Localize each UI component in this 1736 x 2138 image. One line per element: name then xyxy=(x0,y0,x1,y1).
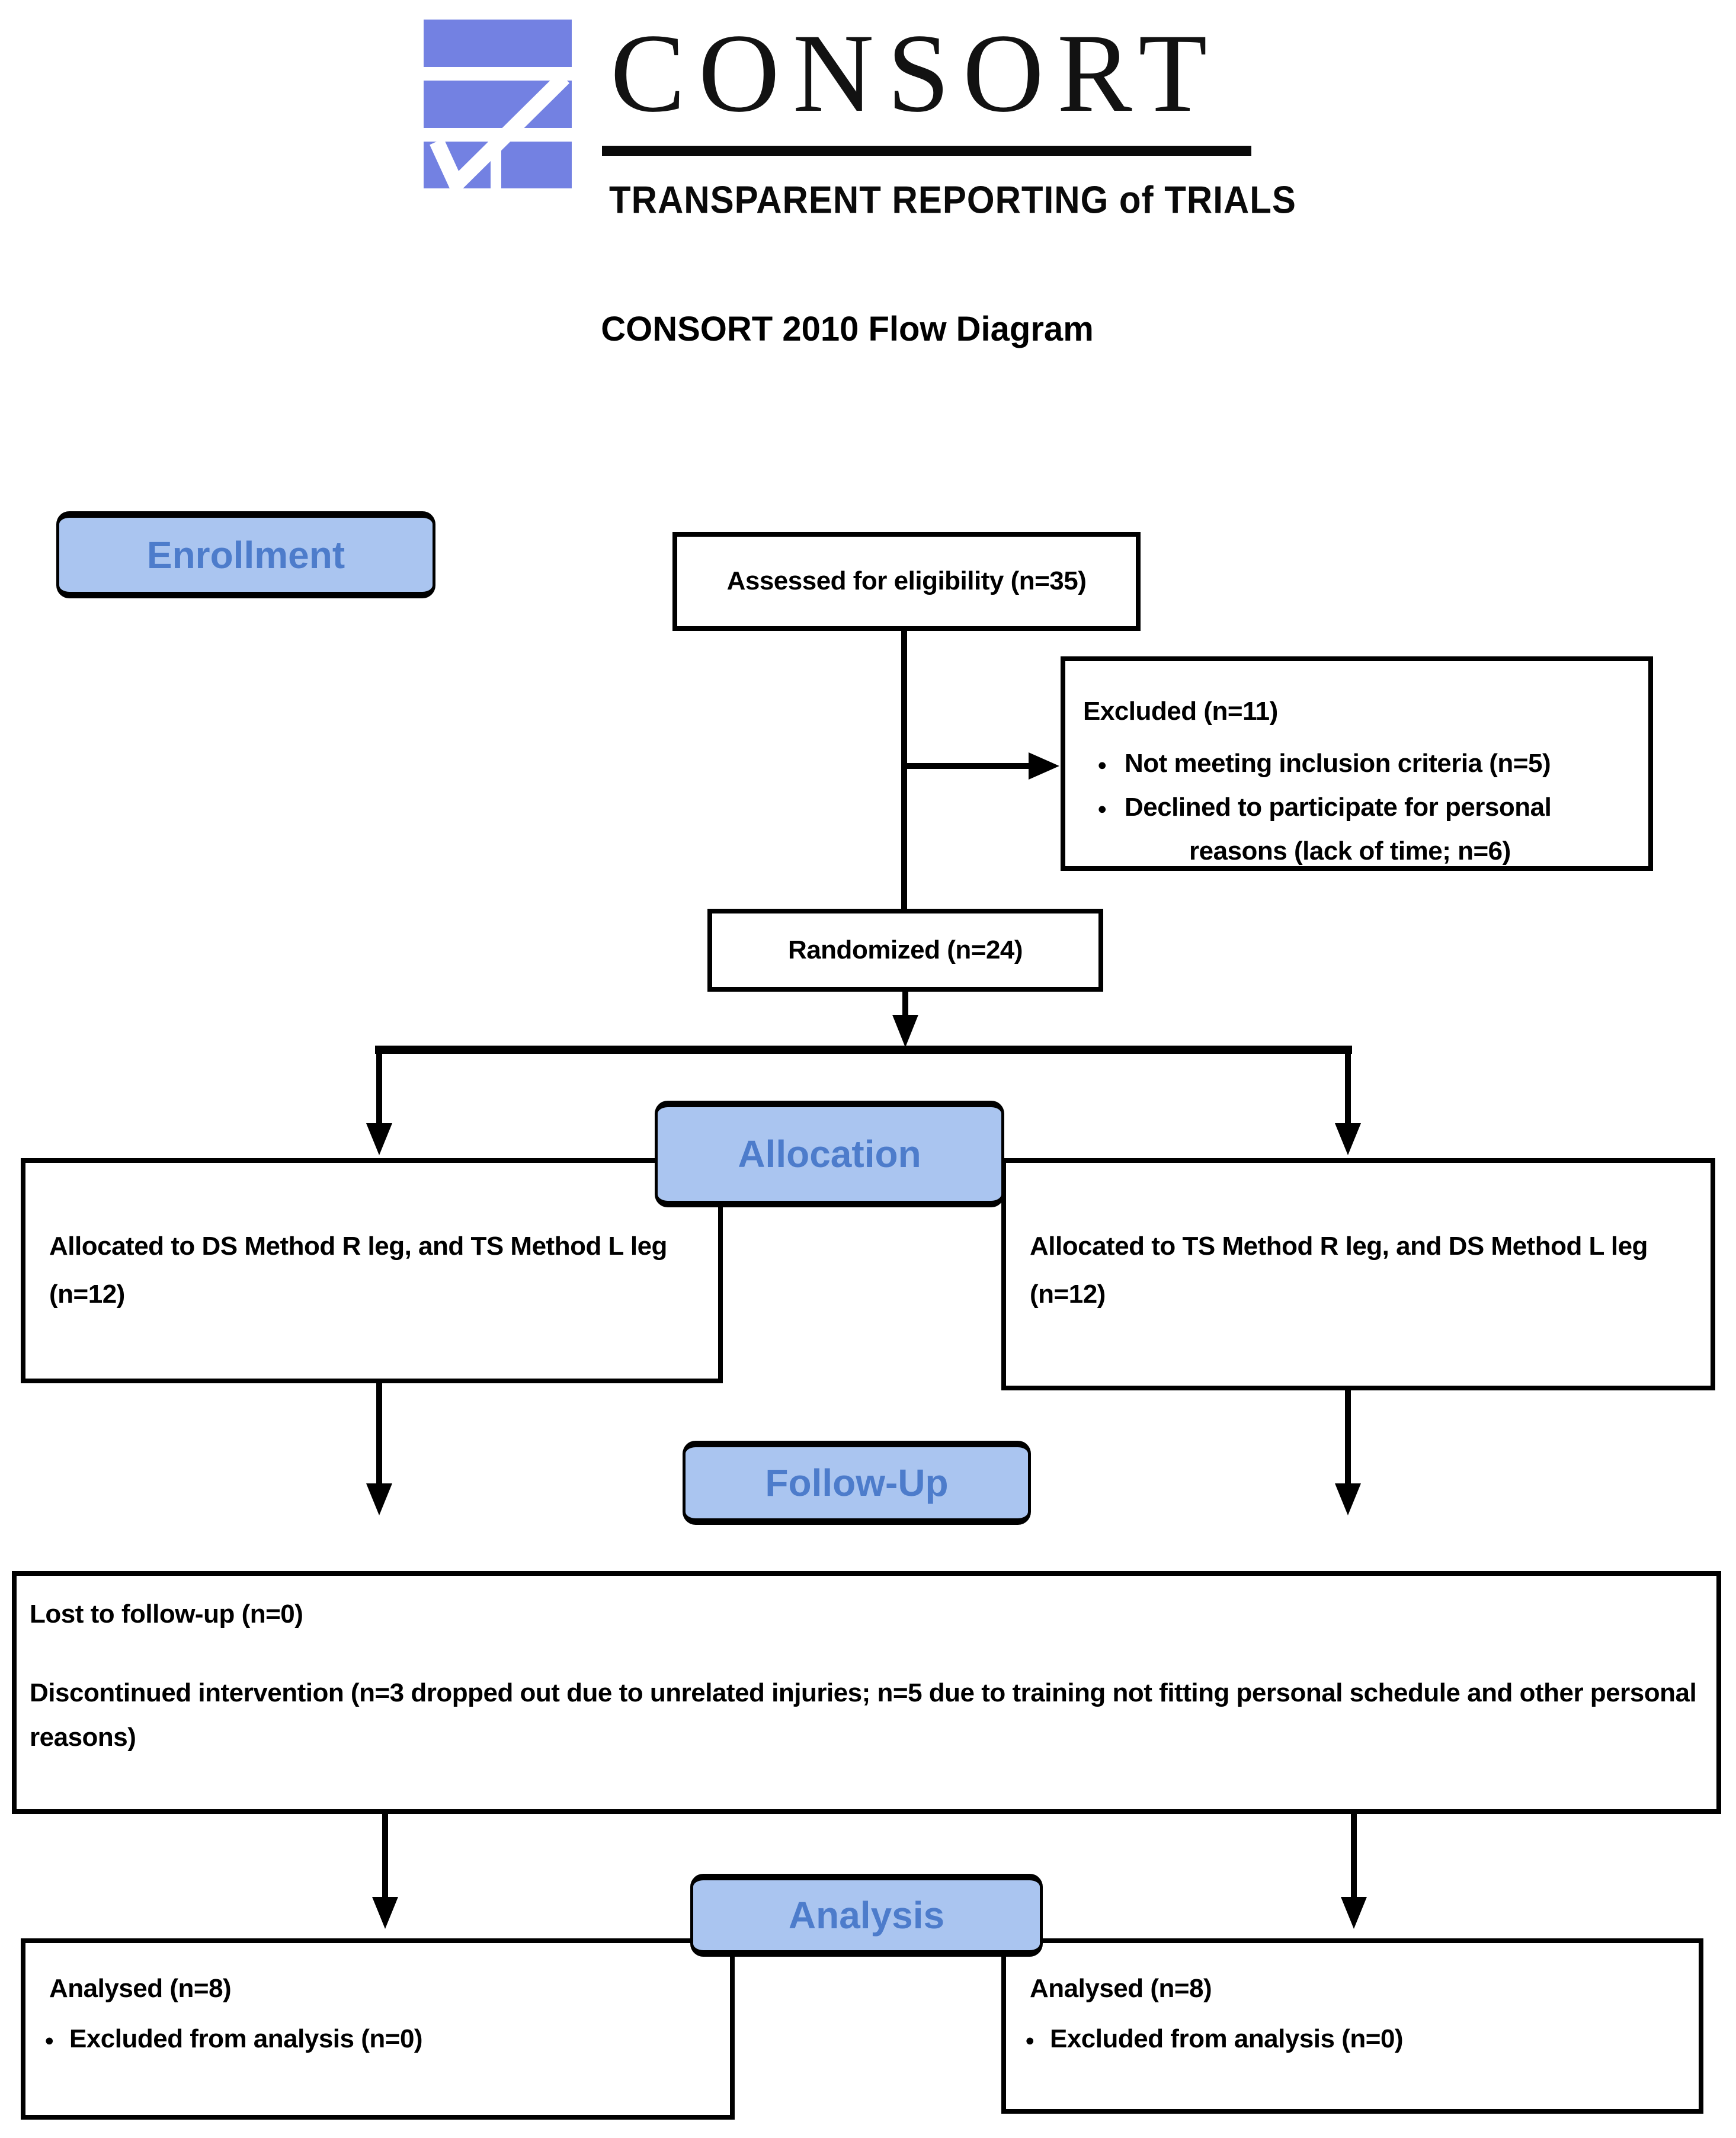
allocation-label-text: Allocation xyxy=(738,1133,921,1175)
followup-label-text: Follow-Up xyxy=(765,1461,949,1504)
arrowhead-followup-left xyxy=(366,1483,392,1515)
excluded-bullet-item: ● Declined to participate for personal re… xyxy=(1080,786,1636,873)
arrowhead-excluded xyxy=(1029,752,1059,780)
arrowhead-followup-right xyxy=(1335,1483,1361,1515)
stage-label-allocation: Allocation xyxy=(655,1101,1004,1207)
consort-logo-icon xyxy=(424,20,572,188)
box-analysis-left: Analysed (n=8) ● Excluded from analysis (… xyxy=(21,1938,735,2120)
stage-label-analysis: Analysis xyxy=(690,1874,1043,1957)
box-excluded: Excluded (n=11) ● Not meeting inclusion c… xyxy=(1061,656,1653,871)
logo-divider-rule xyxy=(602,146,1251,156)
allocation-left-text: Allocated to DS Method R leg, and TS Met… xyxy=(49,1232,667,1309)
analysed-right-heading: Analysed (n=8) xyxy=(1030,1974,1212,2003)
allocation-right-text: Allocated to TS Method R leg, and DS Met… xyxy=(1030,1232,1648,1309)
stage-label-enrollment: Enrollment xyxy=(56,511,435,598)
excluded-bullet-2-text: Declined to participate for personal rea… xyxy=(1124,792,1552,866)
box-assessed-for-eligibility: Assessed for eligibility (n=35) xyxy=(672,532,1141,631)
arrowhead-analysis-right xyxy=(1341,1897,1367,1929)
bullet-icon: ● xyxy=(1097,755,1107,774)
arrowhead-split xyxy=(892,1015,918,1047)
bullet-icon: ● xyxy=(44,2030,54,2049)
enrollment-label-text: Enrollment xyxy=(146,533,345,576)
analysis-label-text: Analysis xyxy=(788,1894,945,1937)
analysis-left-bullet-item: ● Excluded from analysis (n=0) xyxy=(44,2017,718,2062)
box-followup-outcomes: Lost to follow-up (n=0) Discontinued int… xyxy=(12,1571,1721,1814)
box-allocation-right: Allocated to TS Method R leg, and DS Met… xyxy=(1001,1158,1715,1390)
stage-label-followup: Follow-Up xyxy=(683,1441,1031,1525)
consort-tagline: TRANSPARENT REPORTING of TRIALS xyxy=(609,178,1296,222)
assessed-text: Assessed for eligibility (n=35) xyxy=(726,566,1087,596)
analysis-left-bullet-text: Excluded from analysis (n=0) xyxy=(69,2024,423,2053)
box-randomized: Randomized (n=24) xyxy=(707,909,1103,992)
analysis-right-bullet-item: ● Excluded from analysis (n=0) xyxy=(1025,2017,1687,2062)
excluded-heading: Excluded (n=11) xyxy=(1083,697,1278,726)
randomized-text: Randomized (n=24) xyxy=(787,935,1023,964)
arrowhead-alloc-left xyxy=(366,1123,392,1155)
arrowhead-analysis-left xyxy=(372,1897,398,1929)
analysis-right-bullet-text: Excluded from analysis (n=0) xyxy=(1049,2024,1404,2053)
consort-wordmark: CONSORT xyxy=(610,11,1221,136)
excluded-bullet-1-text: Not meeting inclusion criteria (n=5) xyxy=(1124,748,1551,778)
page-title: CONSORT 2010 Flow Diagram xyxy=(601,310,1094,348)
box-allocation-left: Allocated to DS Method R leg, and TS Met… xyxy=(21,1158,723,1383)
excluded-bullet-item: ● Not meeting inclusion criteria (n=5) xyxy=(1080,742,1636,786)
box-analysis-right: Analysed (n=8) ● Excluded from analysis (… xyxy=(1001,1938,1703,2114)
discontinued-text: Discontinued intervention (n=3 dropped o… xyxy=(30,1678,1697,1752)
lost-to-followup-text: Lost to follow-up (n=0) xyxy=(30,1600,303,1629)
bullet-icon: ● xyxy=(1097,799,1107,818)
analysed-left-heading: Analysed (n=8) xyxy=(49,1974,232,2003)
bullet-icon: ● xyxy=(1025,2030,1034,2049)
arrowhead-alloc-right xyxy=(1335,1123,1361,1155)
